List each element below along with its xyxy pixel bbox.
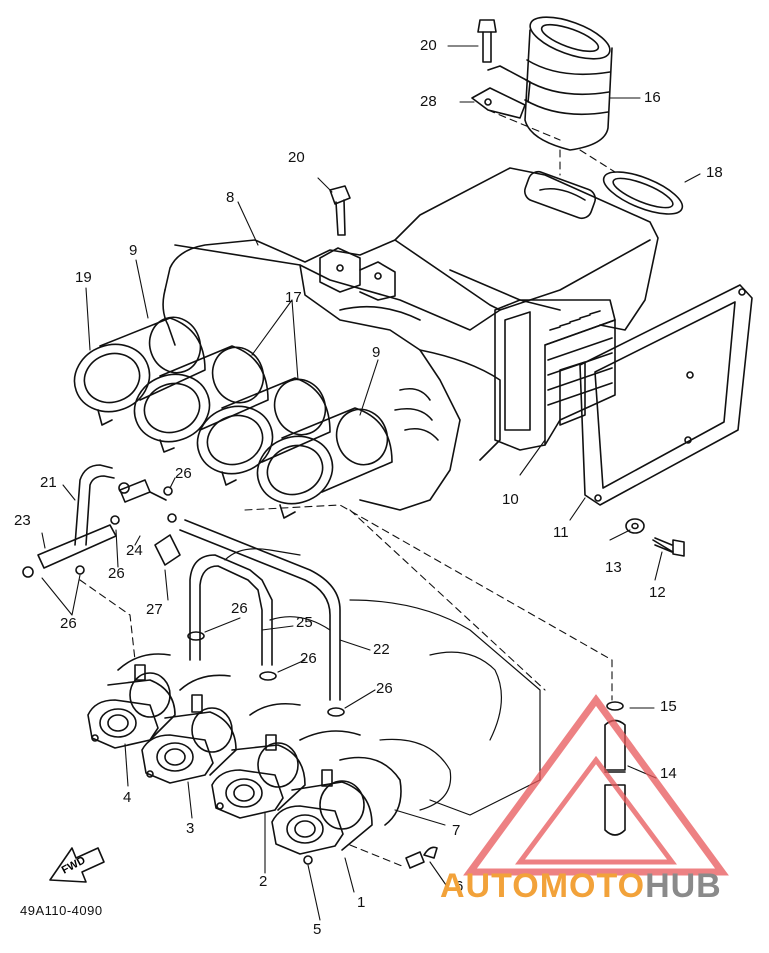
part-label-19: 19: [75, 269, 92, 286]
part-label-23: 23: [14, 512, 31, 529]
intake-duct: [524, 16, 613, 151]
part-label-17: 17: [285, 289, 302, 306]
hose-clips: [22, 482, 624, 717]
seal-plate: [602, 171, 684, 215]
part-label-25: 25: [296, 614, 313, 631]
washer: [625, 518, 645, 534]
part-label-20-top: 20: [420, 37, 437, 54]
air-filter-element: [494, 299, 616, 451]
part-label-26-d: 26: [60, 615, 77, 632]
part-label-26-b: 26: [108, 565, 125, 582]
part-label-8: 8: [226, 189, 235, 206]
screw-side: [652, 537, 685, 557]
part-label-6: 6: [455, 878, 464, 895]
air-filter-cover: [579, 284, 753, 506]
part-label-27: 27: [146, 601, 163, 618]
part-label-16: 16: [644, 89, 661, 106]
watermark-logo: [463, 694, 729, 876]
part-label-5: 5: [313, 921, 322, 938]
part-label-24: 24: [126, 542, 143, 559]
bolt-top: [477, 19, 497, 63]
part-label-13: 13: [605, 559, 622, 576]
screw-bottom: [405, 846, 438, 869]
part-label-26-e: 26: [300, 650, 317, 667]
breather-hoses: [37, 464, 341, 701]
part-label-1: 1: [357, 894, 366, 911]
part-label-28: 28: [420, 93, 437, 110]
drain-pipe: [604, 719, 626, 836]
leader-lines: [41, 45, 701, 921]
carburetor-joints: [73, 316, 393, 519]
engine-outline: [224, 548, 541, 816]
part-label-22: 22: [373, 641, 390, 658]
part-label-15: 15: [660, 698, 677, 715]
bracket: [471, 65, 531, 119]
air-filter-case: [162, 167, 659, 511]
watermark-brand-part-1: AUTOMOTO: [440, 867, 646, 905]
watermark-wordmark: AUTOMOTOHUB: [440, 867, 722, 906]
watermark-brand-part-2: HUB: [645, 867, 722, 905]
part-label-12: 12: [649, 584, 666, 601]
part-label-11: 11: [553, 524, 569, 541]
fwd-arrow: [49, 847, 105, 883]
part-label-9-mid: 9: [372, 344, 381, 361]
bolt-middle: [329, 185, 351, 236]
part-label-20-mid: 20: [288, 149, 305, 166]
part-label-10: 10: [502, 491, 519, 508]
part-label-2: 2: [259, 873, 268, 890]
part-label-7: 7: [452, 822, 461, 839]
part-label-4: 4: [123, 789, 132, 806]
part-label-9-top: 9: [129, 242, 138, 259]
intake-manifolds: [87, 653, 402, 865]
part-label-26-f: 26: [376, 680, 393, 697]
part-label-21: 21: [40, 474, 57, 491]
part-label-14: 14: [660, 765, 677, 782]
part-label-26-a: 26: [175, 465, 192, 482]
guide-lines-dashed: [79, 109, 616, 867]
part-label-18: 18: [706, 164, 723, 181]
diagram-code: 49A110-4090: [20, 903, 103, 918]
part-label-26-c: 26: [231, 600, 248, 617]
part-label-3: 3: [186, 820, 195, 837]
fwd-label: FWD: [60, 854, 88, 876]
